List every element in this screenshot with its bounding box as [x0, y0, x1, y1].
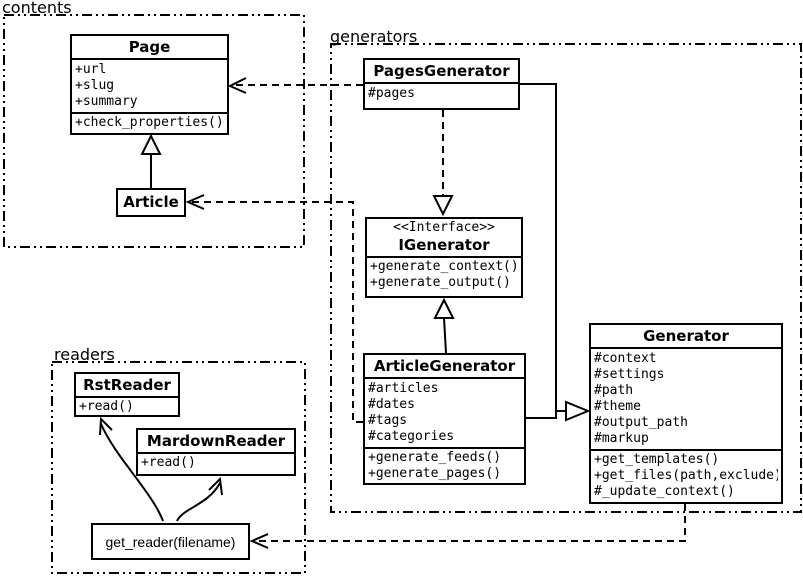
- class-articlegenerator: ArticleGenerator #articles #dates #tags …: [363, 353, 526, 485]
- getreader-node: get_reader(filename): [91, 523, 250, 560]
- attribute: +slug: [75, 78, 115, 93]
- interface-stereotype: <<Interface>>: [393, 220, 495, 235]
- attribute: +summary: [75, 94, 138, 109]
- class-page-attributes: +url +slug +summary: [72, 60, 227, 114]
- method: +get_files(path,exclude): [594, 468, 778, 483]
- class-mardownreader-methods: +read(): [138, 454, 294, 472]
- attribute: #context: [594, 351, 657, 366]
- method: +generate_context(): [370, 259, 518, 274]
- attribute: #articles: [368, 381, 439, 396]
- class-mardownreader-title: MardownReader: [138, 430, 294, 454]
- package-generators-border: [330, 43, 802, 513]
- class-igenerator-methods: +generate_context() +generate_output(): [367, 258, 521, 292]
- edge-articlegenerator-uses-article: [185, 194, 363, 423]
- attribute: #path: [594, 383, 634, 398]
- method: #_update_context(): [594, 484, 735, 499]
- class-page-methods: +check_properties(): [72, 114, 227, 132]
- attribute: #dates: [368, 397, 415, 412]
- class-page-title: Page: [72, 36, 227, 60]
- class-pagesgenerator: PagesGenerator #pages: [363, 58, 520, 110]
- attribute: #tags: [368, 413, 408, 428]
- package-contents-border: [3, 14, 305, 248]
- attribute: #pages: [368, 86, 415, 101]
- class-generator-methods: +get_templates() +get_files(path,exclude…: [591, 451, 781, 501]
- edge-article-inherits-page: [140, 133, 162, 188]
- class-articlegenerator-methods: +generate_feeds() +generate_pages(): [365, 449, 524, 483]
- edge-pagesgenerator-implements-igenerator: [432, 110, 454, 217]
- class-generator-attributes: #context #settings #path #theme #output_…: [591, 349, 781, 451]
- edge-articlegenerator-implements-igenerator: [433, 297, 455, 354]
- class-generator-title: Generator: [591, 325, 781, 349]
- attribute: #categories: [368, 429, 455, 444]
- method: +generate_feeds(): [368, 450, 502, 465]
- method: +generate_output(): [370, 275, 511, 290]
- package-readers-border: [51, 361, 306, 574]
- package-label-readers: readers: [54, 345, 115, 364]
- edge-generator-uses-getreader: [249, 504, 686, 549]
- method: +check_properties(): [75, 115, 224, 130]
- method: +get_templates(): [594, 452, 720, 467]
- class-rstreader-title: RstReader: [76, 374, 178, 398]
- class-pagesgenerator-title: PagesGenerator: [365, 60, 518, 84]
- edge-pagesgenerator-uses-page: [227, 77, 363, 94]
- class-igenerator: <<Interface>> IGenerator +generate_conte…: [365, 217, 523, 298]
- method: +read(): [79, 399, 134, 414]
- class-pagesgenerator-attributes: #pages: [365, 84, 518, 104]
- attribute: #theme: [594, 399, 641, 414]
- class-mardownreader: MardownReader +read(): [136, 428, 296, 476]
- class-rstreader-methods: +read(): [76, 398, 178, 416]
- class-article: Article: [116, 188, 186, 217]
- class-articlegenerator-attributes: #articles #dates #tags #categories: [365, 379, 524, 449]
- class-generator: Generator #context #settings #path #them…: [589, 323, 783, 504]
- edge-generators-inherit-generator: [520, 83, 591, 422]
- package-label-contents: contents: [2, 0, 72, 17]
- method: +read(): [141, 455, 196, 470]
- class-page: Page +url +slug +summary +check_properti…: [70, 34, 229, 135]
- method: +generate_pages(): [368, 466, 502, 481]
- class-articlegenerator-title: ArticleGenerator: [365, 355, 524, 379]
- attribute: +url: [75, 62, 107, 77]
- attribute: #markup: [594, 431, 649, 446]
- class-igenerator-title: <<Interface>> IGenerator: [367, 219, 521, 258]
- edge-getreader-returns-mardownreader: [176, 476, 223, 522]
- class-article-title: Article: [123, 193, 179, 211]
- class-igenerator-name: IGenerator: [398, 236, 490, 254]
- attribute: #output_path: [594, 415, 688, 430]
- class-rstreader: RstReader +read(): [74, 372, 180, 417]
- attribute: #settings: [594, 367, 665, 382]
- edge-getreader-returns-rstreader: [99, 416, 164, 522]
- package-label-generators: generators: [330, 27, 418, 46]
